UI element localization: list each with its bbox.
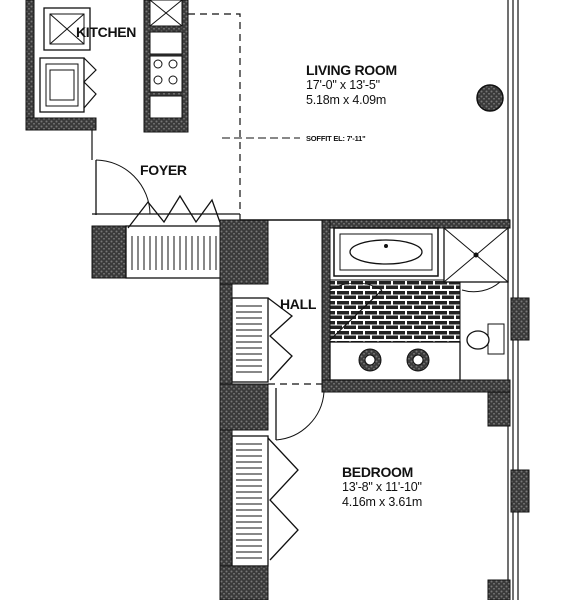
living-room-name: LIVING ROOM [306,62,397,78]
closet-doors [267,437,299,561]
wall [219,565,269,600]
wall [219,219,269,285]
wall [25,0,35,131]
bathroom-wall [321,219,331,389]
soffit-note: SOFFIT EL: 7'-11" [306,134,366,143]
column [476,84,504,112]
wall [25,117,97,131]
foyer-label: FOYER [140,162,187,178]
living-room-dim-metric: 5.18m x 4.09m [306,93,387,107]
bathroom-tile-floor [329,279,461,343]
wall [91,225,127,279]
exterior-pier [510,297,530,341]
closet-doors [127,194,223,229]
bedroom-closet [231,435,269,567]
bathroom-wall [321,379,511,393]
overhead-dashed [188,13,241,222]
counter-door [83,57,97,109]
bedroom-name: BEDROOM [342,464,414,480]
hall-label: HALL [280,296,317,312]
bedroom-dim-metric: 4.16m x 3.61m [342,495,423,509]
toilet-tank [487,323,505,355]
bedroom-dim-imperial: 13'-8" x 11'-10" [342,480,422,494]
wall [487,391,511,427]
bathtub [333,227,439,277]
hall-closet [231,297,269,383]
closet-doors [267,297,294,381]
toilet [466,330,490,350]
living-room-dim-imperial: 17'-0" x 13'-5" [306,78,380,92]
bedroom-label-group: BEDROOM 13'-8" x 11'-10" 4.16m x 3.61m [342,464,422,510]
kitchen-sink [39,57,85,113]
vanity [329,341,461,381]
wall [219,283,233,600]
kitchen-label: KITCHEN [76,24,137,40]
island-cabinet [149,95,183,119]
wall [219,383,269,431]
wall [487,579,511,600]
bathroom-wall [321,219,511,229]
exterior-pier [510,469,530,513]
island-cabinet [149,31,183,55]
bathroom-door [329,289,383,341]
living-room-label-group: LIVING ROOM 17'-0" x 13'-5" 5.18m x 4.09… [306,62,397,108]
